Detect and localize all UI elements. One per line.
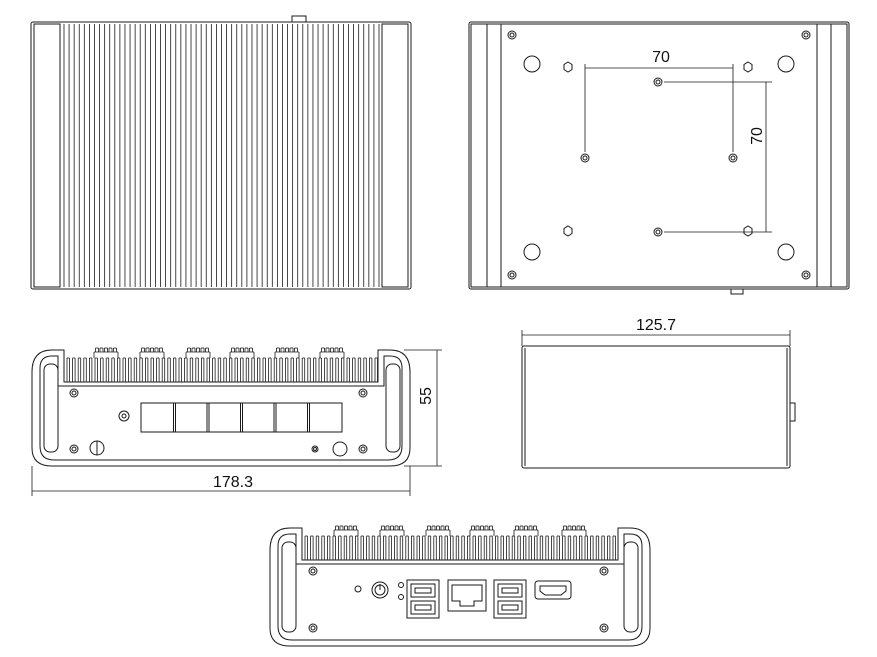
heatsink-fins — [63, 24, 380, 287]
rear-view — [269, 525, 651, 647]
reset-button-icon — [332, 441, 348, 457]
rear-right-grip — [623, 541, 639, 633]
mount-horizontal-label: 70 — [652, 49, 670, 66]
front-view — [31, 347, 442, 496]
usb-port-pair-right — [493, 579, 527, 619]
rear-screw — [308, 623, 318, 633]
left-grip — [43, 363, 59, 453]
right-grip — [385, 363, 401, 453]
front-screw — [358, 388, 368, 398]
mount-hole — [580, 153, 590, 163]
hex-nut — [743, 225, 753, 237]
console-port-icon — [89, 440, 105, 456]
bottom-view-right-endcap — [816, 23, 848, 288]
usb-port-pair-left — [406, 579, 440, 619]
lan-port-block — [140, 402, 343, 433]
front-fins — [66, 347, 378, 382]
front-screw — [311, 445, 319, 453]
top-view-body — [30, 21, 412, 290]
mount-vertical-label: 70 — [749, 127, 766, 145]
indicator-led-icon — [354, 585, 362, 593]
mount-vertical-dimension — [664, 81, 772, 233]
width-dimension — [31, 466, 411, 496]
bottom-plate — [500, 23, 818, 288]
mount-hole — [728, 153, 738, 163]
hex-nut — [743, 61, 753, 73]
side-view — [521, 330, 796, 469]
bottom-view-tab — [730, 288, 744, 295]
foot-hole — [523, 55, 541, 73]
mount-horizontal-dimension — [584, 64, 734, 152]
hdmi-port-icon — [534, 580, 572, 600]
rear-screw — [599, 623, 609, 633]
corner-screw — [507, 30, 517, 40]
rear-left-grip — [281, 541, 297, 633]
depth-label: 125.7 — [636, 317, 676, 334]
top-view-left-endcap — [33, 23, 61, 288]
rear-screw — [308, 566, 318, 576]
ethernet-port-icon — [447, 579, 487, 612]
mount-hole — [653, 77, 663, 87]
bottom-view-left-endcap — [470, 23, 502, 288]
status-led-icon — [398, 582, 404, 588]
top-view — [30, 15, 412, 290]
height-label: 55 — [418, 387, 435, 405]
hex-nut — [563, 225, 573, 237]
width-label: 178.3 — [213, 474, 253, 491]
corner-screw — [801, 30, 811, 40]
rear-view-outline — [269, 527, 651, 647]
foot-hole — [777, 55, 795, 73]
hex-nut — [563, 61, 573, 73]
top-view-right-endcap — [381, 23, 409, 288]
status-led-icon — [398, 594, 404, 600]
foot-hole — [777, 243, 795, 261]
side-view-body — [521, 345, 791, 469]
rear-fins — [304, 525, 616, 560]
mount-hole — [653, 227, 663, 237]
power-led-icon — [118, 410, 130, 422]
power-button-icon — [371, 581, 389, 599]
front-screw — [358, 444, 368, 454]
top-view-tab — [291, 15, 307, 23]
side-view-tab — [789, 402, 796, 422]
foot-hole — [523, 243, 541, 261]
front-view-outline — [31, 349, 411, 467]
bottom-view — [468, 21, 850, 295]
corner-screw — [801, 270, 811, 280]
bottom-view-body — [468, 21, 850, 290]
corner-screw — [507, 270, 517, 280]
rear-screw — [599, 566, 609, 576]
front-screw — [69, 388, 79, 398]
front-screw — [69, 444, 79, 454]
depth-dimension — [521, 330, 791, 346]
